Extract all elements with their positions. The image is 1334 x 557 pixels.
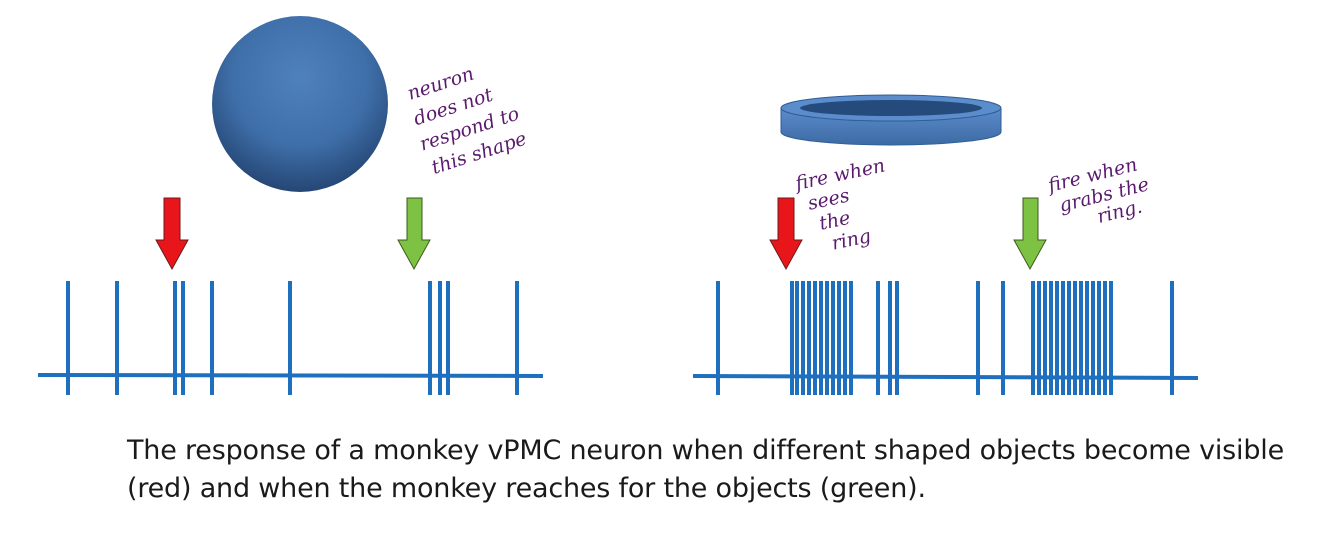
visible-arrow [155,197,189,271]
spike-train-ring [716,281,1174,395]
ring-object [780,94,1002,146]
caption-line-2: (red) and when the monkey reaches for th… [127,473,926,504]
sphere-annotation: neuron does not respond to this shape [401,51,536,180]
sees-ring-annotation: fire when sees the ring [792,153,907,260]
reach-arrow [1013,197,1047,271]
figure-caption: The response of a monkey vPMC neuron whe… [127,432,1327,508]
reach-arrow [397,197,431,271]
panel-sphere: neuron does not respond to this shape [37,16,544,395]
grabs-ring-annotation: fire when grabs the ring. [1044,150,1162,238]
panel-ring: fire when sees the ring fire when grabs … [692,94,1199,395]
spike-train-sphere [66,281,519,395]
caption-line-1: The response of a monkey vPMC neuron whe… [127,435,1284,466]
visible-arrow [769,197,803,271]
sphere-object [212,16,388,192]
time-axis [692,374,1199,380]
